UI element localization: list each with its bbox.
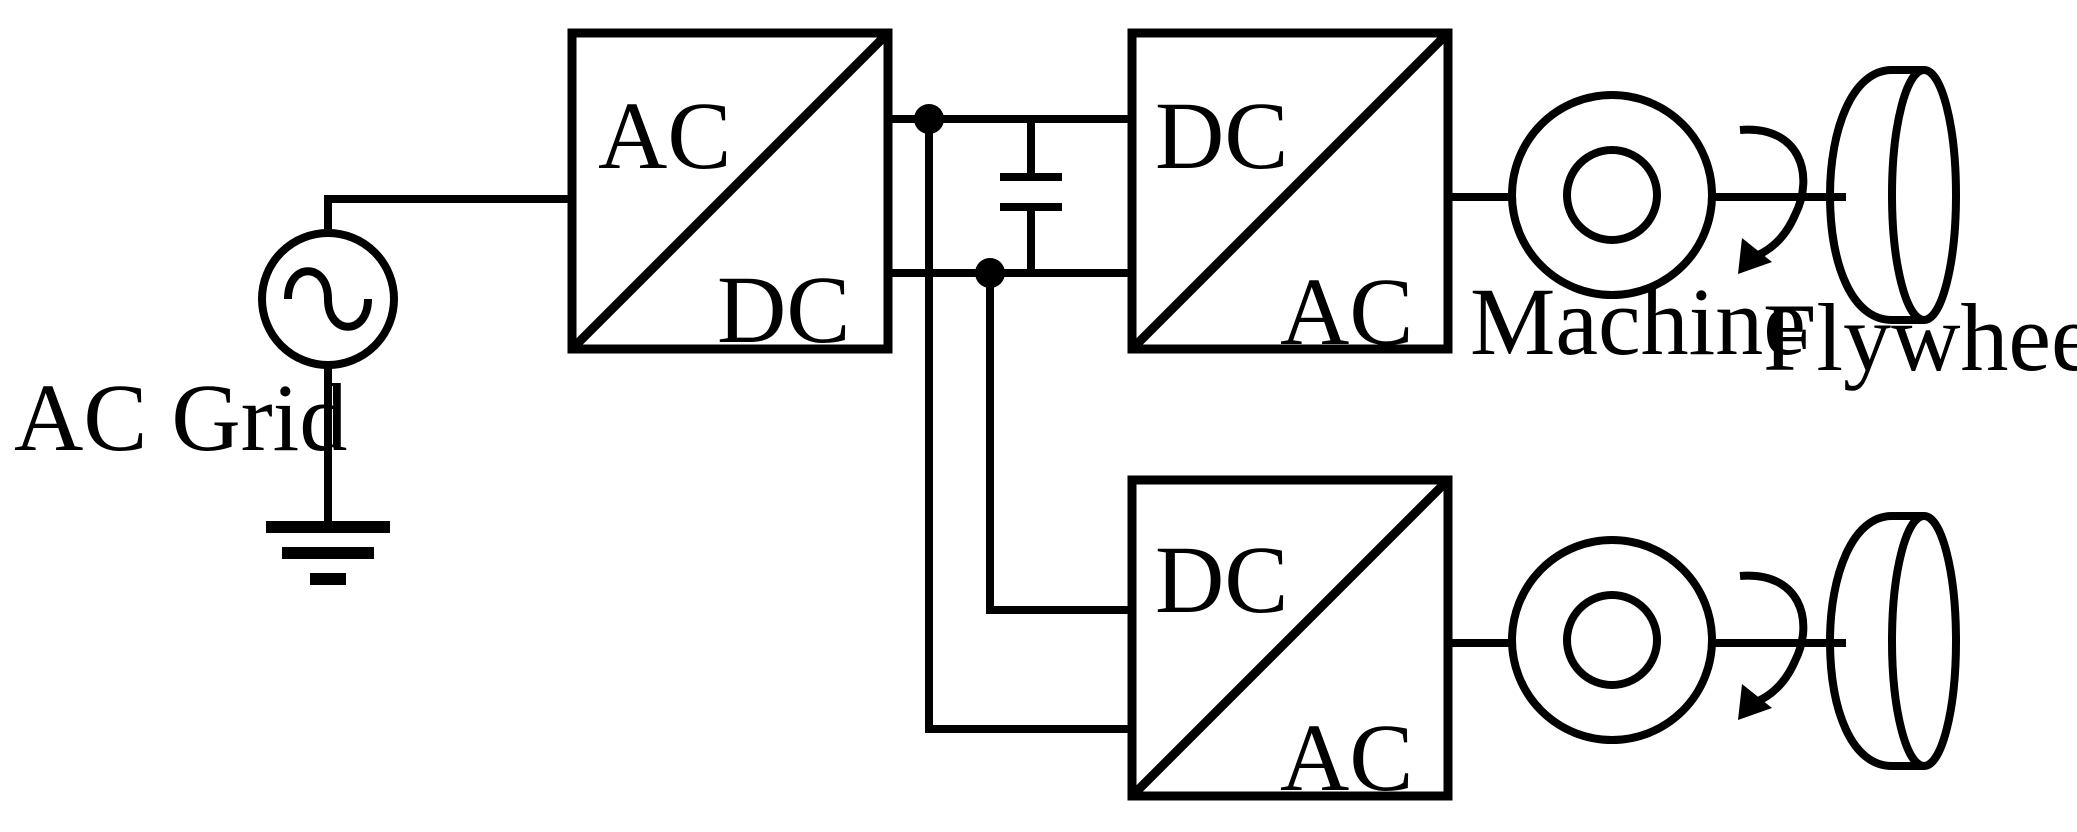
wire-grid-to-rectifier — [324, 195, 570, 233]
machine-2-outer-circle — [1508, 536, 1716, 744]
rectifier-diagonal — [568, 29, 892, 353]
rotation-arrow-2-icon — [1739, 571, 1808, 706]
inverter-1-box — [1127, 28, 1453, 354]
inverter-2-converter: DC AC — [1127, 475, 1453, 811]
wire-positive-to-inverter-2 — [925, 119, 1132, 733]
dc-link — [888, 104, 1132, 733]
flywheel-2-icon — [1825, 512, 1960, 770]
rotation-arrow-1-icon — [1739, 125, 1808, 260]
inverter-2-box — [1127, 475, 1453, 801]
wire-negative-to-inverter-2 — [986, 273, 1132, 614]
inverter-2-bottom-label: AC — [1280, 704, 1413, 811]
inverter-1-top-label: DC — [1155, 82, 1288, 189]
ac-grid-label: AC Grid — [14, 364, 347, 471]
machine-flywheel-2 — [1448, 512, 1960, 770]
inverter-2-top-label: DC — [1155, 526, 1288, 633]
machine-label: Machine — [1470, 268, 1806, 375]
machine-2-rotor-icon — [1563, 591, 1661, 689]
rotation-arrowhead-2 — [1738, 684, 1772, 720]
rectifier-bottom-label: DC — [717, 256, 850, 363]
flywheel-label: Flywheel — [1763, 284, 2077, 391]
rectifier-box — [567, 28, 893, 354]
ac-grid-source: AC Grid — [14, 195, 570, 585]
inverter-1-diagonal — [1128, 29, 1452, 353]
machine-1-rotor-icon — [1563, 146, 1661, 244]
inverter-1-converter: DC AC — [1127, 28, 1453, 365]
machine-1-outer-circle — [1508, 91, 1716, 299]
inverter-2-diagonal — [1128, 476, 1452, 800]
sine-wave-icon — [284, 267, 372, 331]
machine-flywheel-1: Machine Flywheel — [1448, 66, 2077, 391]
rectifier-converter: AC DC — [567, 28, 893, 363]
inverter-1-bottom-label: AC — [1280, 258, 1413, 365]
rectifier-top-label: AC — [598, 82, 731, 189]
ground-icon — [266, 521, 390, 585]
flywheel-1-icon — [1825, 66, 1960, 324]
rotation-arrowhead-1 — [1738, 238, 1772, 274]
